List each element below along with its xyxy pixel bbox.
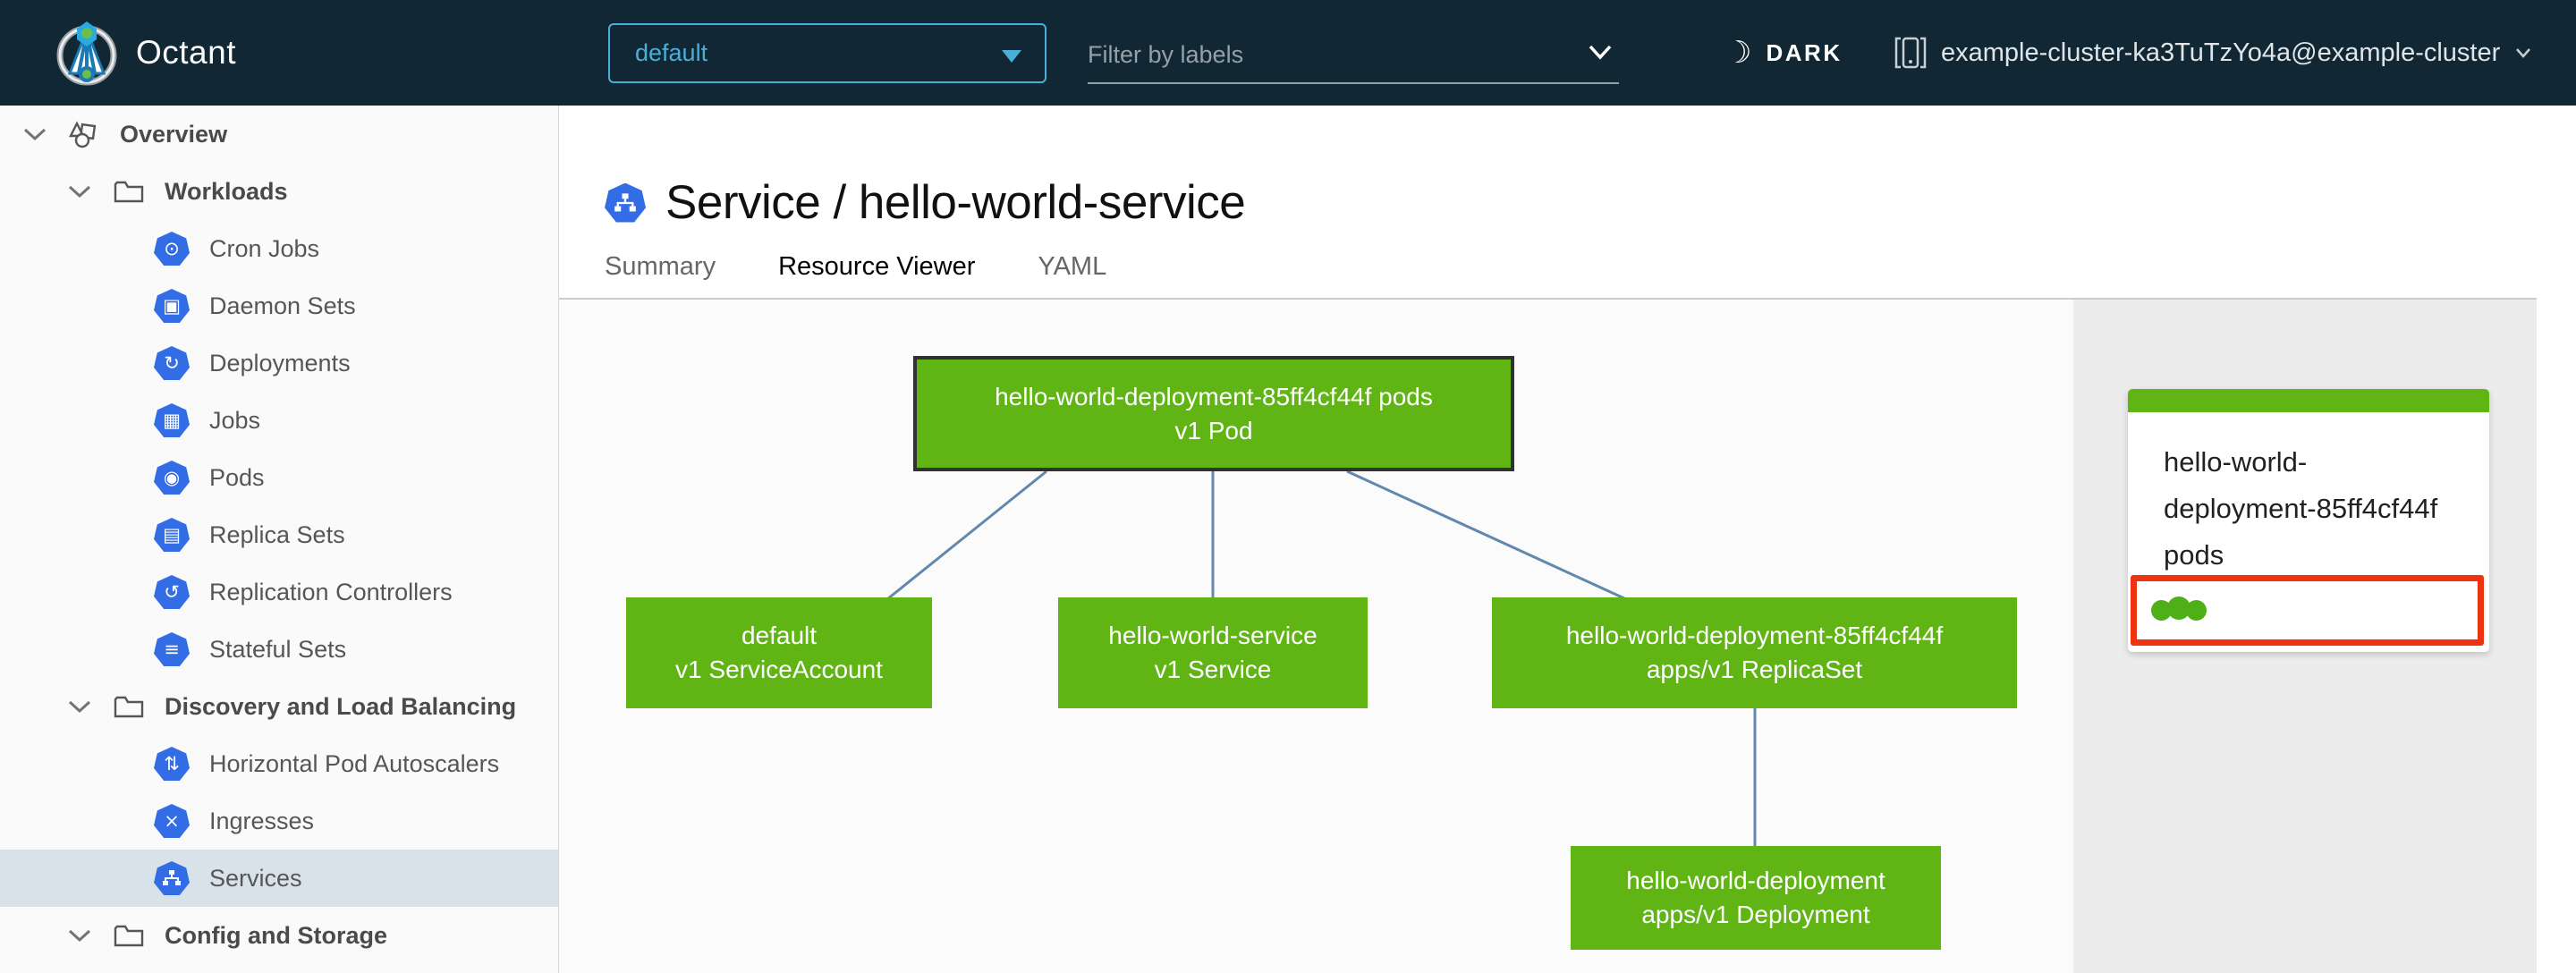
octant-logo-icon [56,21,117,86]
graph-detail-panel: hello-world-deployment-85ff4cf44f pods [2073,300,2537,973]
label-filter [1088,29,1619,84]
app-title: Octant [136,34,236,71]
services-icon [154,861,190,895]
tab-divider [559,298,2537,300]
sidebar-item-label: Services [209,864,302,892]
sidebar-item-pods[interactable]: ◉ Pods [0,449,558,506]
caret-down-icon [1002,50,1021,63]
pods-icon: ◉ [154,461,190,495]
node-name: default [741,622,818,650]
graph-node-serviceaccount[interactable]: default v1 ServiceAccount [626,597,932,708]
node-kind: apps/v1 Deployment [1641,901,1870,928]
sidebar-group-discovery-load-balancing[interactable]: Discovery and Load Balancing [0,678,558,735]
statefulsets-icon: ≡ [154,632,190,666]
graph-node-deployment[interactable]: hello-world-deployment apps/v1 Deploymen… [1571,846,1941,950]
cluster-icon [1894,37,1927,69]
daemonsets-icon: ▣ [154,289,190,323]
sidebar-item-label: Workloads [165,177,288,205]
graph-node-service[interactable]: hello-world-service v1 Service [1058,597,1368,708]
theme-toggle-button[interactable]: ☾ DARK [1724,0,1843,106]
replicationcontrollers-icon: ↺ [154,575,190,609]
sidebar-item-stateful-sets[interactable]: ≡ Stateful Sets [0,621,558,678]
jobs-icon: ▦ [154,403,190,437]
service-icon [605,182,646,223]
app-header: Octant default ☾ DARK example-cluster-ka… [0,0,2576,106]
chevron-down-icon[interactable] [66,698,93,715]
sidebar-item-label: Config and Storage [165,921,387,949]
tab-resource-viewer[interactable]: Resource Viewer [778,252,976,315]
ingresses-icon: × [154,804,190,838]
node-kind: v1 ServiceAccount [675,656,883,683]
sidebar-item-label: Ingresses [209,807,315,834]
sidebar-item-label: Daemon Sets [209,292,356,319]
sidebar-item-cron-jobs[interactable]: ⊙ Cron Jobs [0,220,558,277]
sidebar-item-jobs[interactable]: ▦ Jobs [0,392,558,449]
chevron-down-icon[interactable] [66,927,93,943]
sidebar-item-label: Replica Sets [209,520,345,548]
hpa-icon: ⇅ [154,747,190,781]
node-kind: v1 Service [1154,656,1272,683]
deployments-icon: ↻ [154,346,190,380]
pod-status-dot[interactable] [2186,600,2207,621]
graph-node-pod[interactable]: hello-world-deployment-85ff4cf44f pods v… [913,356,1514,471]
cluster-selector-label: example-cluster-ka3TuTzYo4a@example-clus… [1941,38,2501,67]
sidebar-item-label: Deployments [209,349,351,377]
status-bar-green [2128,389,2489,412]
theme-toggle-label: DARK [1766,38,1843,66]
label-filter-input[interactable] [1088,29,1553,80]
sidebar-item-ingresses[interactable]: × Ingresses [0,792,558,850]
sidebar-group-config-and-storage[interactable]: Config and Storage [0,907,558,964]
namespace-select[interactable]: default [608,23,1046,83]
sidebar-item-label: Cron Jobs [209,234,320,262]
cronjobs-icon: ⊙ [154,232,190,266]
sidebar-nav: Overview Workloads ⊙ Cron Jobs ▣ Daemon … [0,106,559,973]
chevron-down-icon [2516,48,2531,58]
sidebar-item-daemon-sets[interactable]: ▣ Daemon Sets [0,277,558,334]
sidebar-item-services[interactable]: Services [0,850,558,907]
node-kind: v1 Pod [1174,416,1253,444]
folder-icon [114,925,144,947]
node-kind: apps/v1 ReplicaSet [1646,656,1863,683]
pod-status-dot[interactable] [2151,600,2172,621]
tab-summary[interactable]: Summary [605,252,716,281]
node-name: hello-world-service [1108,622,1318,650]
main-content: Service / hello-world-service Summary Re… [559,106,2576,973]
folder-icon [114,181,144,203]
sidebar-group-workloads[interactable]: Workloads [0,163,558,220]
tab-yaml[interactable]: YAML [1038,252,1107,281]
cluster-selector[interactable]: example-cluster-ka3TuTzYo4a@example-clus… [1894,0,2532,106]
node-name: hello-world-deployment-85ff4cf44f [1565,622,1944,650]
sidebar-item-label: Discovery and Load Balancing [165,692,517,720]
objects-icon [69,121,97,148]
node-name: hello-world-deployment-85ff4cf44f pods [995,382,1433,410]
sidebar-item-label: Jobs [209,406,261,434]
replicasets-icon: ▤ [154,518,190,552]
node-name: hello-world-deployment [1626,867,1885,895]
pod-card-title: hello-world-deployment-85ff4cf44f pods [2164,446,2438,571]
moon-icon: ☾ [1724,36,1752,70]
sidebar-item-replication-controllers[interactable]: ↺ Replication Controllers [0,563,558,621]
sidebar-item-label: Replication Controllers [209,578,453,605]
chevron-down-icon[interactable] [66,183,93,199]
folder-icon [114,696,144,718]
sidebar-item-label: Stateful Sets [209,635,347,663]
tab-bar: Summary Resource Viewer YAML [605,252,1107,315]
namespace-select-value: default [635,39,708,66]
sidebar-item-overview[interactable]: Overview [0,106,558,163]
page-title: Service / hello-world-service [665,176,1246,229]
graph-node-replicaset[interactable]: hello-world-deployment-85ff4cf44f apps/v… [1492,597,2017,708]
sidebar-item-label: Pods [209,463,265,491]
chevron-down-icon[interactable] [1587,43,1614,61]
sidebar-item-replica-sets[interactable]: ▤ Replica Sets [0,506,558,563]
sidebar-item-horizontal-pod-autoscalers[interactable]: ⇅ Horizontal Pod Autoscalers [0,735,558,792]
pod-status-highlight[interactable] [2131,575,2484,646]
sidebar-item-label: Overview [120,120,228,148]
sidebar-item-label: Horizontal Pod Autoscalers [209,749,500,777]
sidebar-item-deployments[interactable]: ↻ Deployments [0,334,558,392]
chevron-down-icon[interactable] [21,126,48,142]
